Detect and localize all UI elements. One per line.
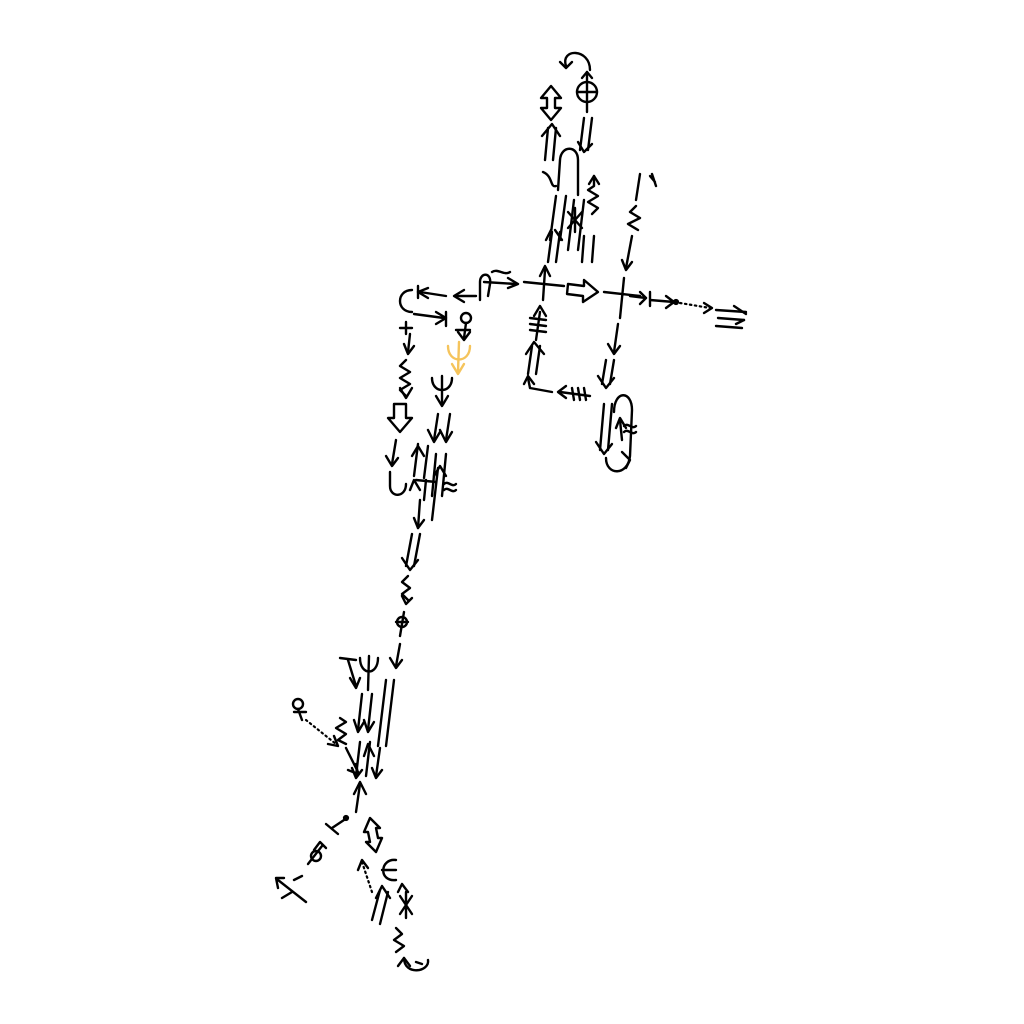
up-left-arrow-bar	[274, 874, 308, 904]
up-arrows-pair	[544, 228, 564, 264]
right-vertical-down	[596, 322, 622, 390]
s-curve	[541, 170, 558, 188]
dotted-up-arrow-lower	[356, 858, 374, 894]
squiggle-down-small	[400, 574, 414, 606]
right-branch-zigzag	[620, 172, 658, 272]
trident-lower	[358, 654, 380, 692]
feathered-up-arrow	[528, 304, 548, 342]
corner-up-arrow	[522, 374, 554, 394]
double-down-arrow-2	[426, 412, 454, 444]
double-down-arrow	[576, 116, 594, 154]
triple-curl-arrow	[478, 273, 492, 302]
junction-horizontal	[522, 264, 566, 302]
dot-barred-arrow	[324, 814, 350, 836]
circle-slash-arrow	[306, 840, 328, 866]
zigzag-arrow	[586, 174, 601, 216]
double-down-arrow-3	[400, 532, 422, 572]
hollow-down-arrow	[386, 402, 414, 434]
hook-arch	[556, 147, 580, 197]
t-bar-arrow	[408, 478, 438, 502]
element-of-arrow	[380, 858, 398, 882]
ladder-lines	[548, 194, 586, 252]
triple-right-arrow	[714, 304, 748, 330]
pin-down-arrow	[454, 311, 473, 342]
barred-arrow-left	[412, 310, 448, 328]
down-arrow-curve	[384, 438, 408, 496]
trident-down-arrow-highlighted	[446, 340, 472, 376]
cross-junction-right	[602, 276, 648, 320]
t-arrow-lower	[338, 656, 362, 690]
left-arrow-pair	[416, 284, 478, 304]
feathered-left-arrow	[556, 384, 592, 402]
right-bottom-loop	[594, 394, 638, 473]
circle-plus-arrow	[575, 70, 599, 114]
double-headed-hollow-arrow	[539, 84, 563, 122]
lower-junction-up-arrow	[352, 780, 368, 814]
up-arrow-pair-mid	[412, 464, 448, 530]
double-up-arrow	[540, 122, 562, 162]
squiggle-up-arrow-lower	[392, 926, 406, 954]
asterisk-icon	[566, 206, 584, 234]
wave-approx-icon	[442, 481, 458, 493]
barred-arrow-right	[648, 290, 676, 310]
top-loop-arrow	[558, 51, 592, 72]
bottom-hook-arrow	[396, 956, 430, 972]
asterisk-arrow-lower	[396, 882, 414, 920]
hollow-right-arrow	[565, 278, 600, 304]
dotted-arrow-right	[672, 298, 714, 315]
loop-left	[398, 288, 414, 314]
down-arrow-small	[388, 642, 404, 670]
trident-down-arrow-black	[430, 374, 454, 408]
double-up-arrow-right	[524, 340, 546, 376]
zigzag-lower	[334, 716, 360, 776]
pin-dotted-arrow	[291, 697, 340, 748]
double-lines-lower	[376, 678, 396, 748]
double-bar-lines	[580, 234, 596, 264]
double-up-arrow-lower	[370, 884, 392, 926]
double-headed-hollow-arrow-lower	[362, 816, 384, 854]
squiggle-down-arrow	[398, 358, 414, 400]
circle-bar-arrow	[394, 610, 410, 638]
ladder-mid	[410, 442, 448, 498]
plus-down-arrow	[398, 320, 416, 356]
